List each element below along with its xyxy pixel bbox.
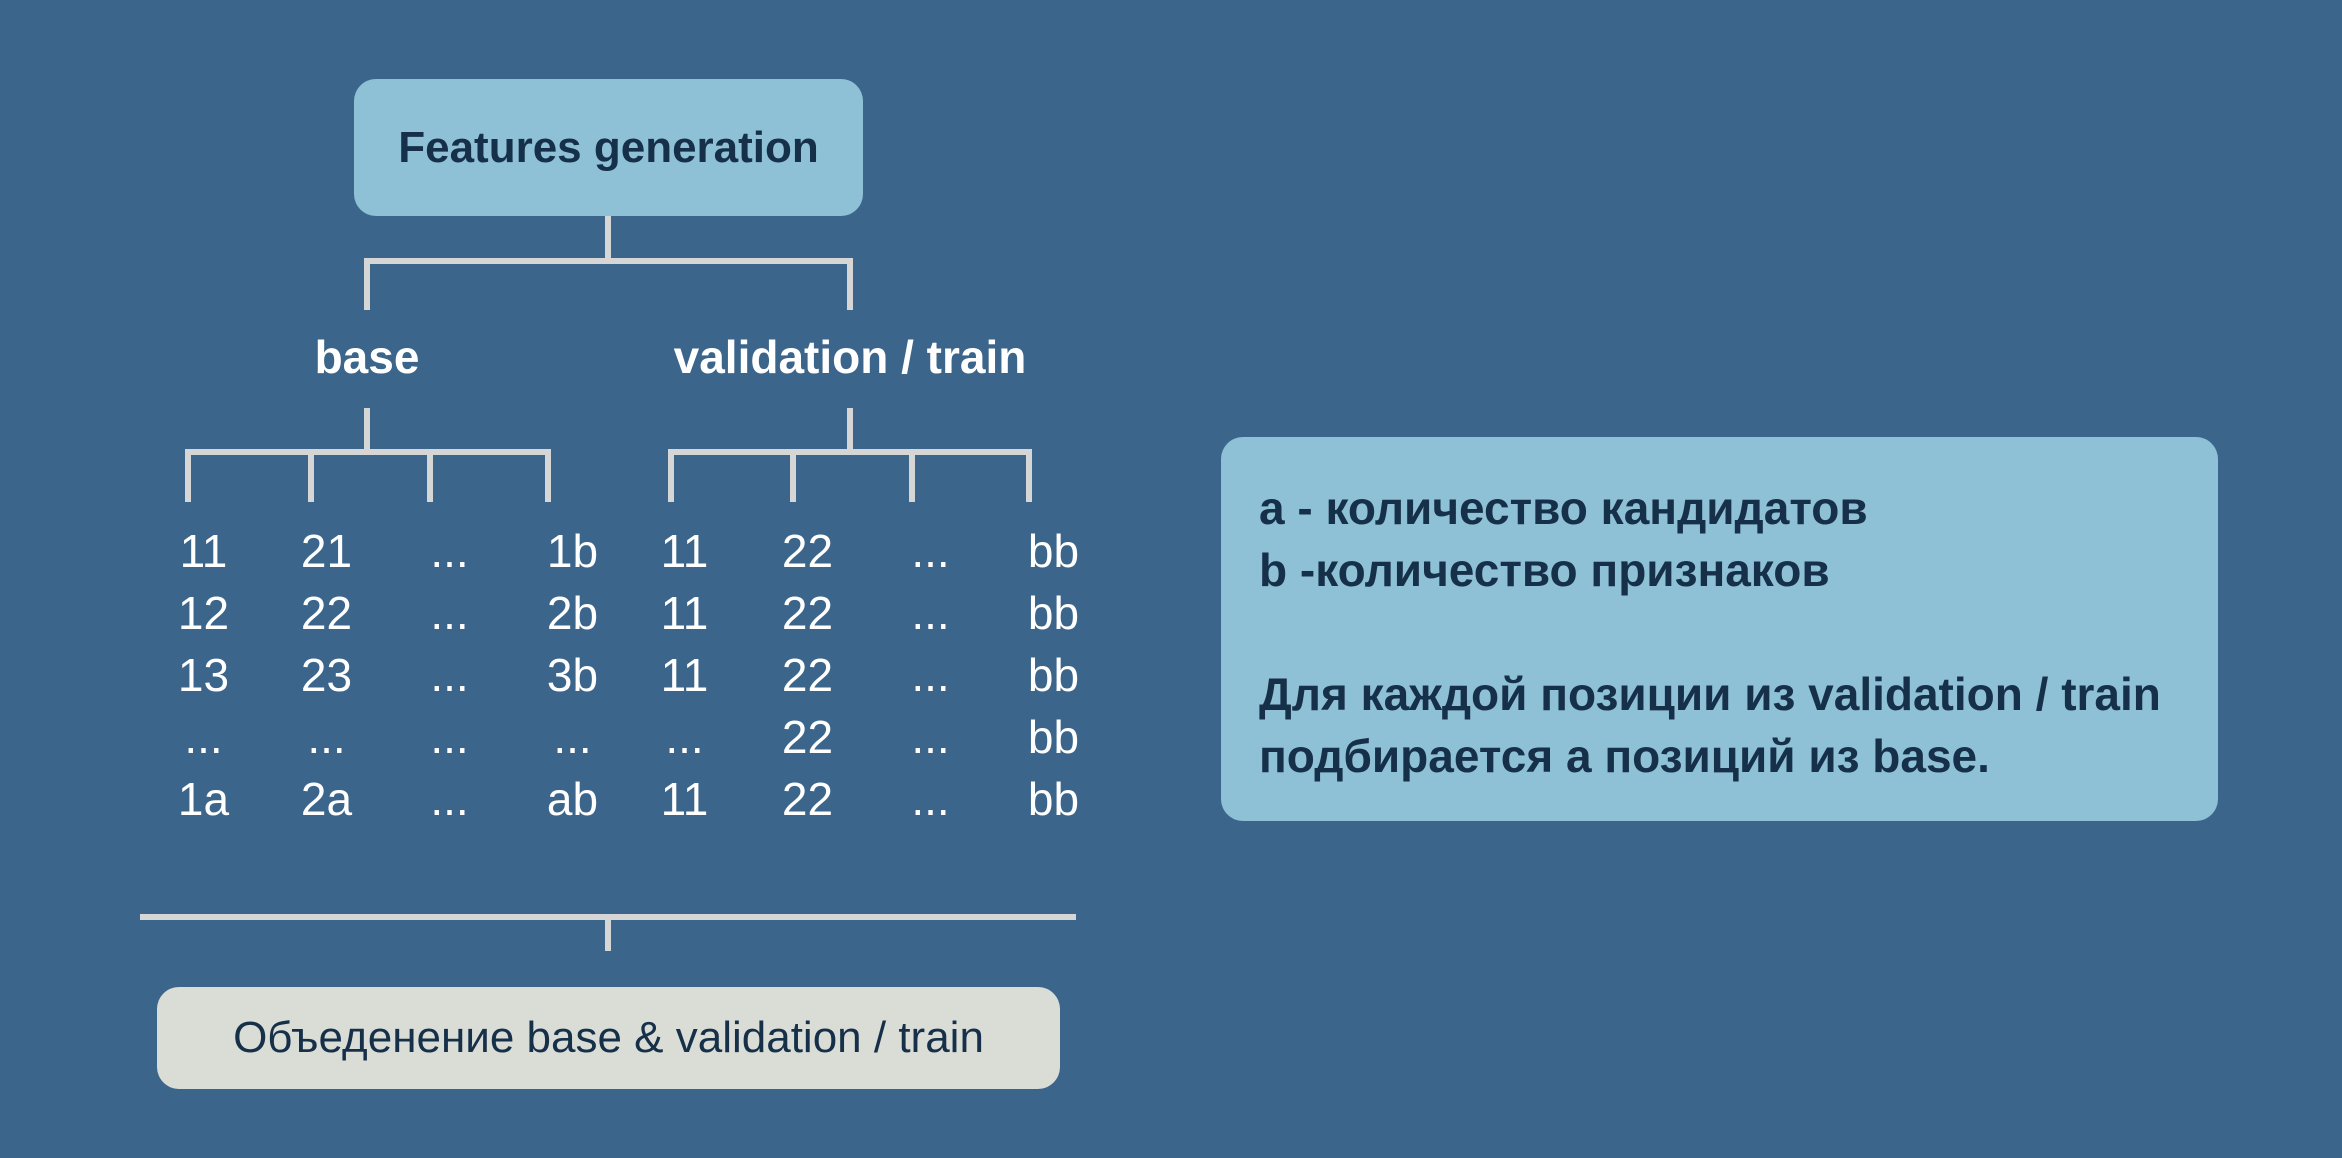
validation-train-matrix: 11 22 ... bb 11 22 ... bb 11 22 ... bb .…	[623, 520, 1115, 830]
matrix-cell: ...	[553, 711, 592, 763]
matrix-cell: 1a	[177, 773, 230, 825]
matrix-cell: 12	[177, 587, 230, 639]
legend-line-b: b -количество признаков	[1259, 544, 1830, 596]
matrix-cell: 11	[179, 525, 228, 577]
matrix-cell: ...	[665, 711, 704, 763]
matrix-cell: ...	[430, 649, 469, 701]
matrix-cell: 11	[660, 773, 709, 825]
validation-matrix-row: ... 22 ... bb	[623, 706, 1115, 768]
legend-spacer	[1259, 601, 2180, 663]
validation-matrix-row: 11 22 ... bb	[623, 582, 1115, 644]
matrix-cell: ...	[911, 711, 950, 763]
matrix-cell: ...	[430, 773, 469, 825]
base-matrix-row: 1a 2a ... ab	[142, 768, 634, 830]
matrix-cell: 23	[300, 649, 353, 701]
base-matrix-row: 13 23 ... 3b	[142, 644, 634, 706]
base-matrix-row: 11 21 ... 1b	[142, 520, 634, 582]
matrix-cell: 22	[781, 773, 834, 825]
legend-box: a - количество кандидатов b -количество …	[1221, 437, 2218, 821]
matrix-cell: ...	[911, 525, 950, 577]
matrix-cell: 11	[660, 525, 709, 577]
matrix-cell: bb	[1027, 587, 1080, 639]
validation-matrix-row: 11 22 ... bb	[623, 768, 1115, 830]
matrix-cell: bb	[1027, 525, 1080, 577]
legend-description-line-2: подбирается a позиций из base.	[1259, 730, 1990, 782]
validation-matrix-row: 11 22 ... bb	[623, 644, 1115, 706]
matrix-cell: 22	[781, 711, 834, 763]
matrix-cell: 2b	[546, 587, 599, 639]
matrix-cell: bb	[1027, 711, 1080, 763]
matrix-cell: ...	[430, 711, 469, 763]
base-matrix-row: ... ... ... ...	[142, 706, 634, 768]
validation-train-branch-label: validation / train	[673, 331, 1027, 383]
matrix-cell: 3b	[546, 649, 599, 701]
matrix-cell: bb	[1027, 649, 1080, 701]
base-branch-label: base	[314, 331, 420, 383]
base-matrix: 11 21 ... 1b 12 22 ... 2b 13 23 ... 3b .…	[142, 520, 634, 830]
base-matrix-row: 12 22 ... 2b	[142, 582, 634, 644]
matrix-cell: 22	[781, 587, 834, 639]
validation-matrix-row: 11 22 ... bb	[623, 520, 1115, 582]
matrix-cell: ...	[307, 711, 346, 763]
matrix-cell: ...	[911, 773, 950, 825]
matrix-cell: 1b	[546, 525, 599, 577]
matrix-cell: 11	[660, 649, 709, 701]
legend-line-a: a - количество кандидатов	[1259, 482, 1868, 534]
matrix-cell: bb	[1027, 773, 1080, 825]
features-generation-box: Features generation	[354, 79, 863, 216]
matrix-cell: ...	[911, 587, 950, 639]
matrix-cell: ...	[911, 649, 950, 701]
matrix-cell: 22	[781, 649, 834, 701]
matrix-cell: ...	[430, 525, 469, 577]
matrix-cell: ...	[430, 587, 469, 639]
matrix-cell: 22	[781, 525, 834, 577]
matrix-cell: 21	[300, 525, 353, 577]
matrix-cell: 2a	[300, 773, 353, 825]
matrix-cell: ...	[184, 711, 223, 763]
legend-description-line-1: Для каждой позиции из validation / train	[1259, 668, 2161, 720]
matrix-cell: 11	[660, 587, 709, 639]
matrix-cell: 13	[177, 649, 230, 701]
merge-box: Объеденение base & validation / train	[157, 987, 1060, 1089]
matrix-cell: ab	[546, 773, 599, 825]
matrix-cell: 22	[300, 587, 353, 639]
